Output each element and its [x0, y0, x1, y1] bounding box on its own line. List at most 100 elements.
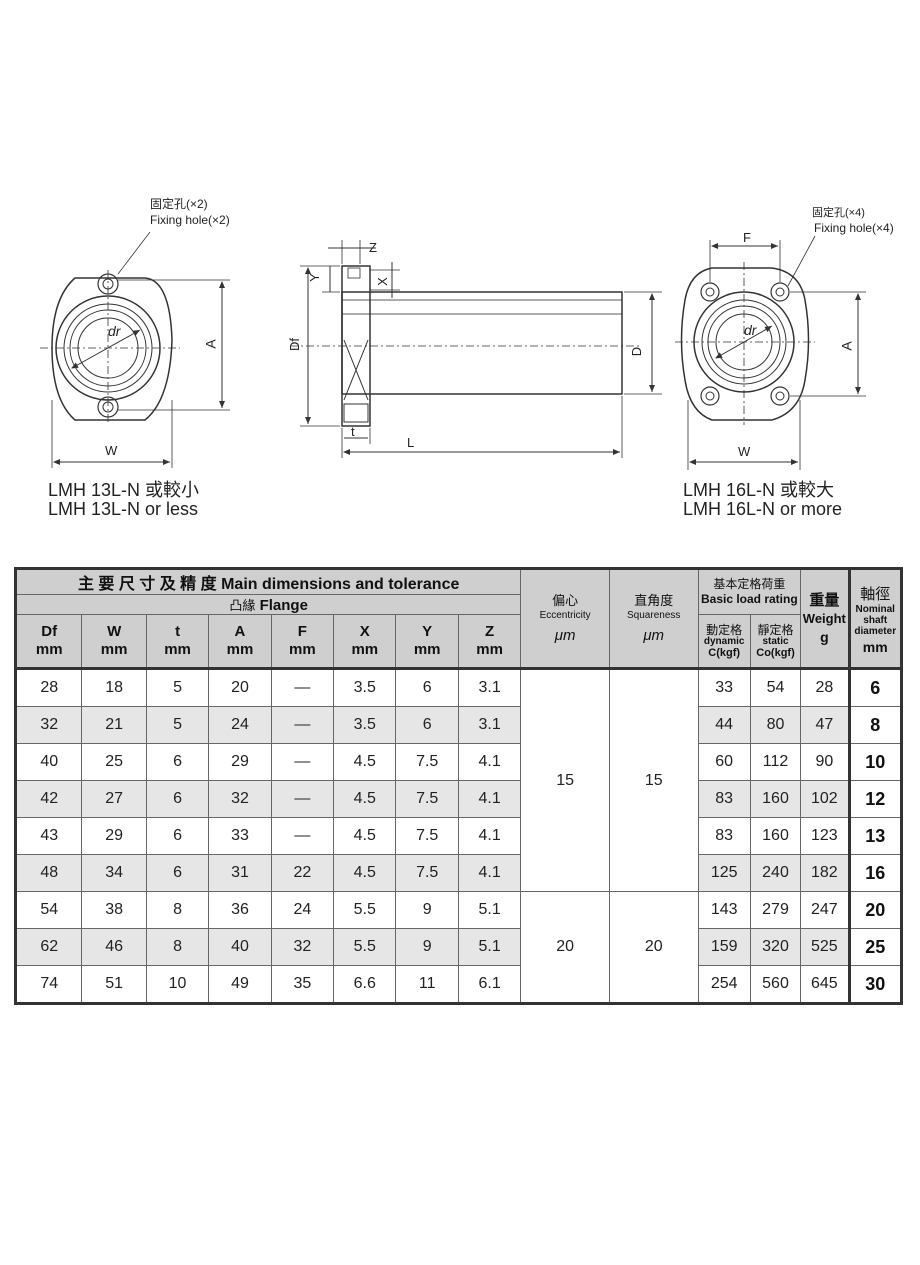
cell-shaft-diameter: 16	[847, 854, 902, 892]
cell-dynamic-load: 33	[697, 667, 751, 707]
middle-d-label: D	[629, 346, 645, 357]
right-fixing-hole-en: Fixing hole(×4)	[814, 221, 894, 235]
cell-x: 3.5	[333, 667, 397, 707]
left-fixing-hole-en: Fixing hole(×2)	[150, 213, 230, 227]
right-caption-en: LMH 16L-N or more	[683, 499, 843, 519]
middle-df-label: Df	[287, 338, 302, 351]
weight-en: Weight	[802, 610, 846, 626]
cell-static-load: 560	[749, 965, 802, 1004]
cell-df: 74	[14, 965, 83, 1004]
cell-x: 4.5	[333, 817, 397, 855]
cell-shaft-diameter: 10	[847, 743, 902, 781]
weight-header: 重量 Weight g	[800, 568, 850, 669]
cell-static-load: 80	[749, 706, 802, 744]
cell-static-load: 112	[749, 743, 802, 781]
cell-z: 3.1	[457, 706, 522, 744]
shaft-header: 軸徑 Nominal shaft diameter mm	[847, 568, 902, 669]
dynamic-header: 動定格 dynamic C(kgf)	[697, 614, 751, 669]
cell-w: 34	[81, 854, 147, 892]
squareness-unit: μm	[643, 627, 665, 644]
right-w-label: W	[738, 444, 751, 459]
cell-weight: 102	[800, 780, 850, 818]
cell-w: 38	[81, 891, 147, 929]
cell-y: 7.5	[395, 854, 459, 892]
left-w-label: W	[105, 443, 118, 458]
cell-y: 7.5	[395, 743, 459, 781]
cell-df: 48	[14, 854, 83, 892]
cell-dynamic-load: 83	[697, 780, 751, 818]
cell-shaft-diameter: 12	[847, 780, 902, 818]
cell-df: 28	[14, 667, 83, 707]
cell-t: 10	[145, 965, 210, 1004]
cell-w: 29	[81, 817, 147, 855]
cell-df: 32	[14, 706, 83, 744]
cell-w: 21	[81, 706, 147, 744]
cell-df: 62	[14, 928, 83, 966]
cell-t: 5	[145, 667, 210, 707]
eccentricity-cn: 偏心	[552, 593, 579, 608]
right-caption-cn: LMH 16L-N 或較大	[683, 480, 835, 500]
cell-w: 25	[81, 743, 147, 781]
cell-z: 4.1	[457, 817, 522, 855]
cell-x: 6.6	[333, 965, 397, 1004]
cell-w: 27	[81, 780, 147, 818]
flange-cn: 凸緣	[229, 598, 256, 613]
left-fixing-hole-cn: 固定孔(×2)	[150, 197, 208, 211]
cell-weight: 90	[800, 743, 850, 781]
cell-dynamic-load: 254	[697, 965, 751, 1004]
cell-f: 35	[270, 965, 335, 1004]
cell-t: 6	[145, 780, 210, 818]
cell-shaft-diameter: 25	[847, 928, 902, 966]
cell-a: 33	[208, 817, 272, 855]
cell-weight: 525	[800, 928, 850, 966]
drawing-lines	[40, 231, 866, 470]
cell-weight: 645	[800, 965, 850, 1004]
cell-x: 3.5	[333, 706, 397, 744]
cell-weight: 47	[800, 706, 850, 744]
cell-df: 42	[14, 780, 83, 818]
middle-x-label: X	[374, 277, 390, 286]
cell-f: —	[270, 743, 335, 781]
cell-x: 4.5	[333, 780, 397, 818]
cell-dynamic-load: 83	[697, 817, 751, 855]
shaft-unit: mm	[862, 638, 888, 655]
cell-x: 4.5	[333, 743, 397, 781]
eccentricity-header: 偏心 Eccentricity μm	[520, 568, 610, 669]
cell-w: 18	[81, 667, 147, 707]
right-f-label: F	[743, 230, 751, 245]
middle-l-label: L	[407, 435, 415, 450]
technical-drawings: 固定孔(×2) Fixing hole(×2) dr A W LMH 13L-N…	[0, 0, 920, 540]
cell-dynamic-load: 143	[697, 891, 751, 929]
weight-cn: 重量	[809, 591, 840, 609]
cell-t: 6	[145, 854, 210, 892]
cell-a: 40	[208, 928, 272, 966]
cell-x: 5.5	[333, 928, 397, 966]
cell-static-load: 240	[749, 854, 802, 892]
cell-z: 5.1	[457, 928, 522, 966]
cell-static-load: 54	[749, 667, 802, 707]
left-caption-cn: LMH 13L-N 或較小	[48, 480, 200, 500]
cell-z: 4.1	[457, 780, 522, 818]
right-fixing-hole-cn: 固定孔(×4)	[812, 207, 865, 219]
weight-unit: g	[820, 628, 829, 645]
cell-x: 4.5	[333, 854, 397, 892]
cell-shaft-diameter: 8	[847, 706, 902, 744]
left-dr-label: dr	[108, 323, 121, 339]
cell-t: 8	[145, 928, 210, 966]
cell-shaft-diameter: 6	[847, 667, 902, 707]
cell-weight: 182	[800, 854, 850, 892]
cell-shaft-diameter: 13	[847, 817, 902, 855]
